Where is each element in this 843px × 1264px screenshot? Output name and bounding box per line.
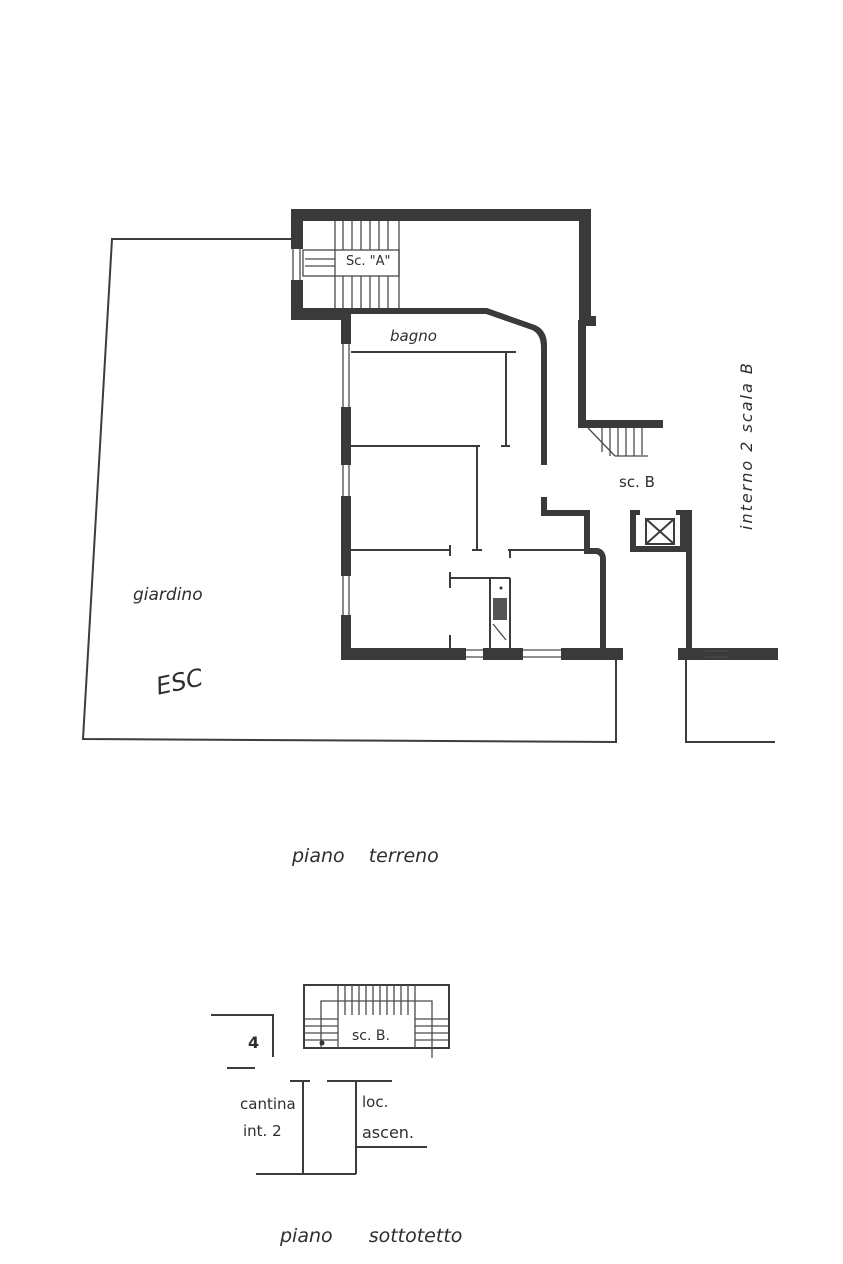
ground-floor-title: piano terreno [292, 845, 439, 867]
lift-room-label-1: loc. [362, 1093, 389, 1111]
stair-b-label: sc. B [619, 473, 655, 491]
interior-partitions [351, 351, 600, 648]
garden-label: giardino [133, 585, 203, 605]
stair-a-block [291, 209, 591, 320]
elevator-icon [630, 510, 686, 552]
attic-floor-title: piano sottotetto [280, 1225, 463, 1247]
attic-stair-label: sc. B. [352, 1028, 390, 1044]
apartment-walls [341, 209, 778, 660]
stair-b [587, 427, 648, 457]
cellar-unit-label: int. 2 [243, 1122, 282, 1140]
cellar-label: cantina [240, 1095, 296, 1113]
stair-a-label: Sc. "A" [346, 254, 391, 269]
lift-room-label-2: ascen. [362, 1123, 415, 1142]
attic-plan [211, 984, 450, 1175]
kitchen-appliance [492, 586, 507, 641]
unit-note-label: interno 2 scala B [737, 361, 756, 530]
attic-unit-number: 4 [248, 1033, 260, 1052]
bathroom-label: bagno [390, 327, 437, 345]
garden-outline [81, 238, 775, 744]
